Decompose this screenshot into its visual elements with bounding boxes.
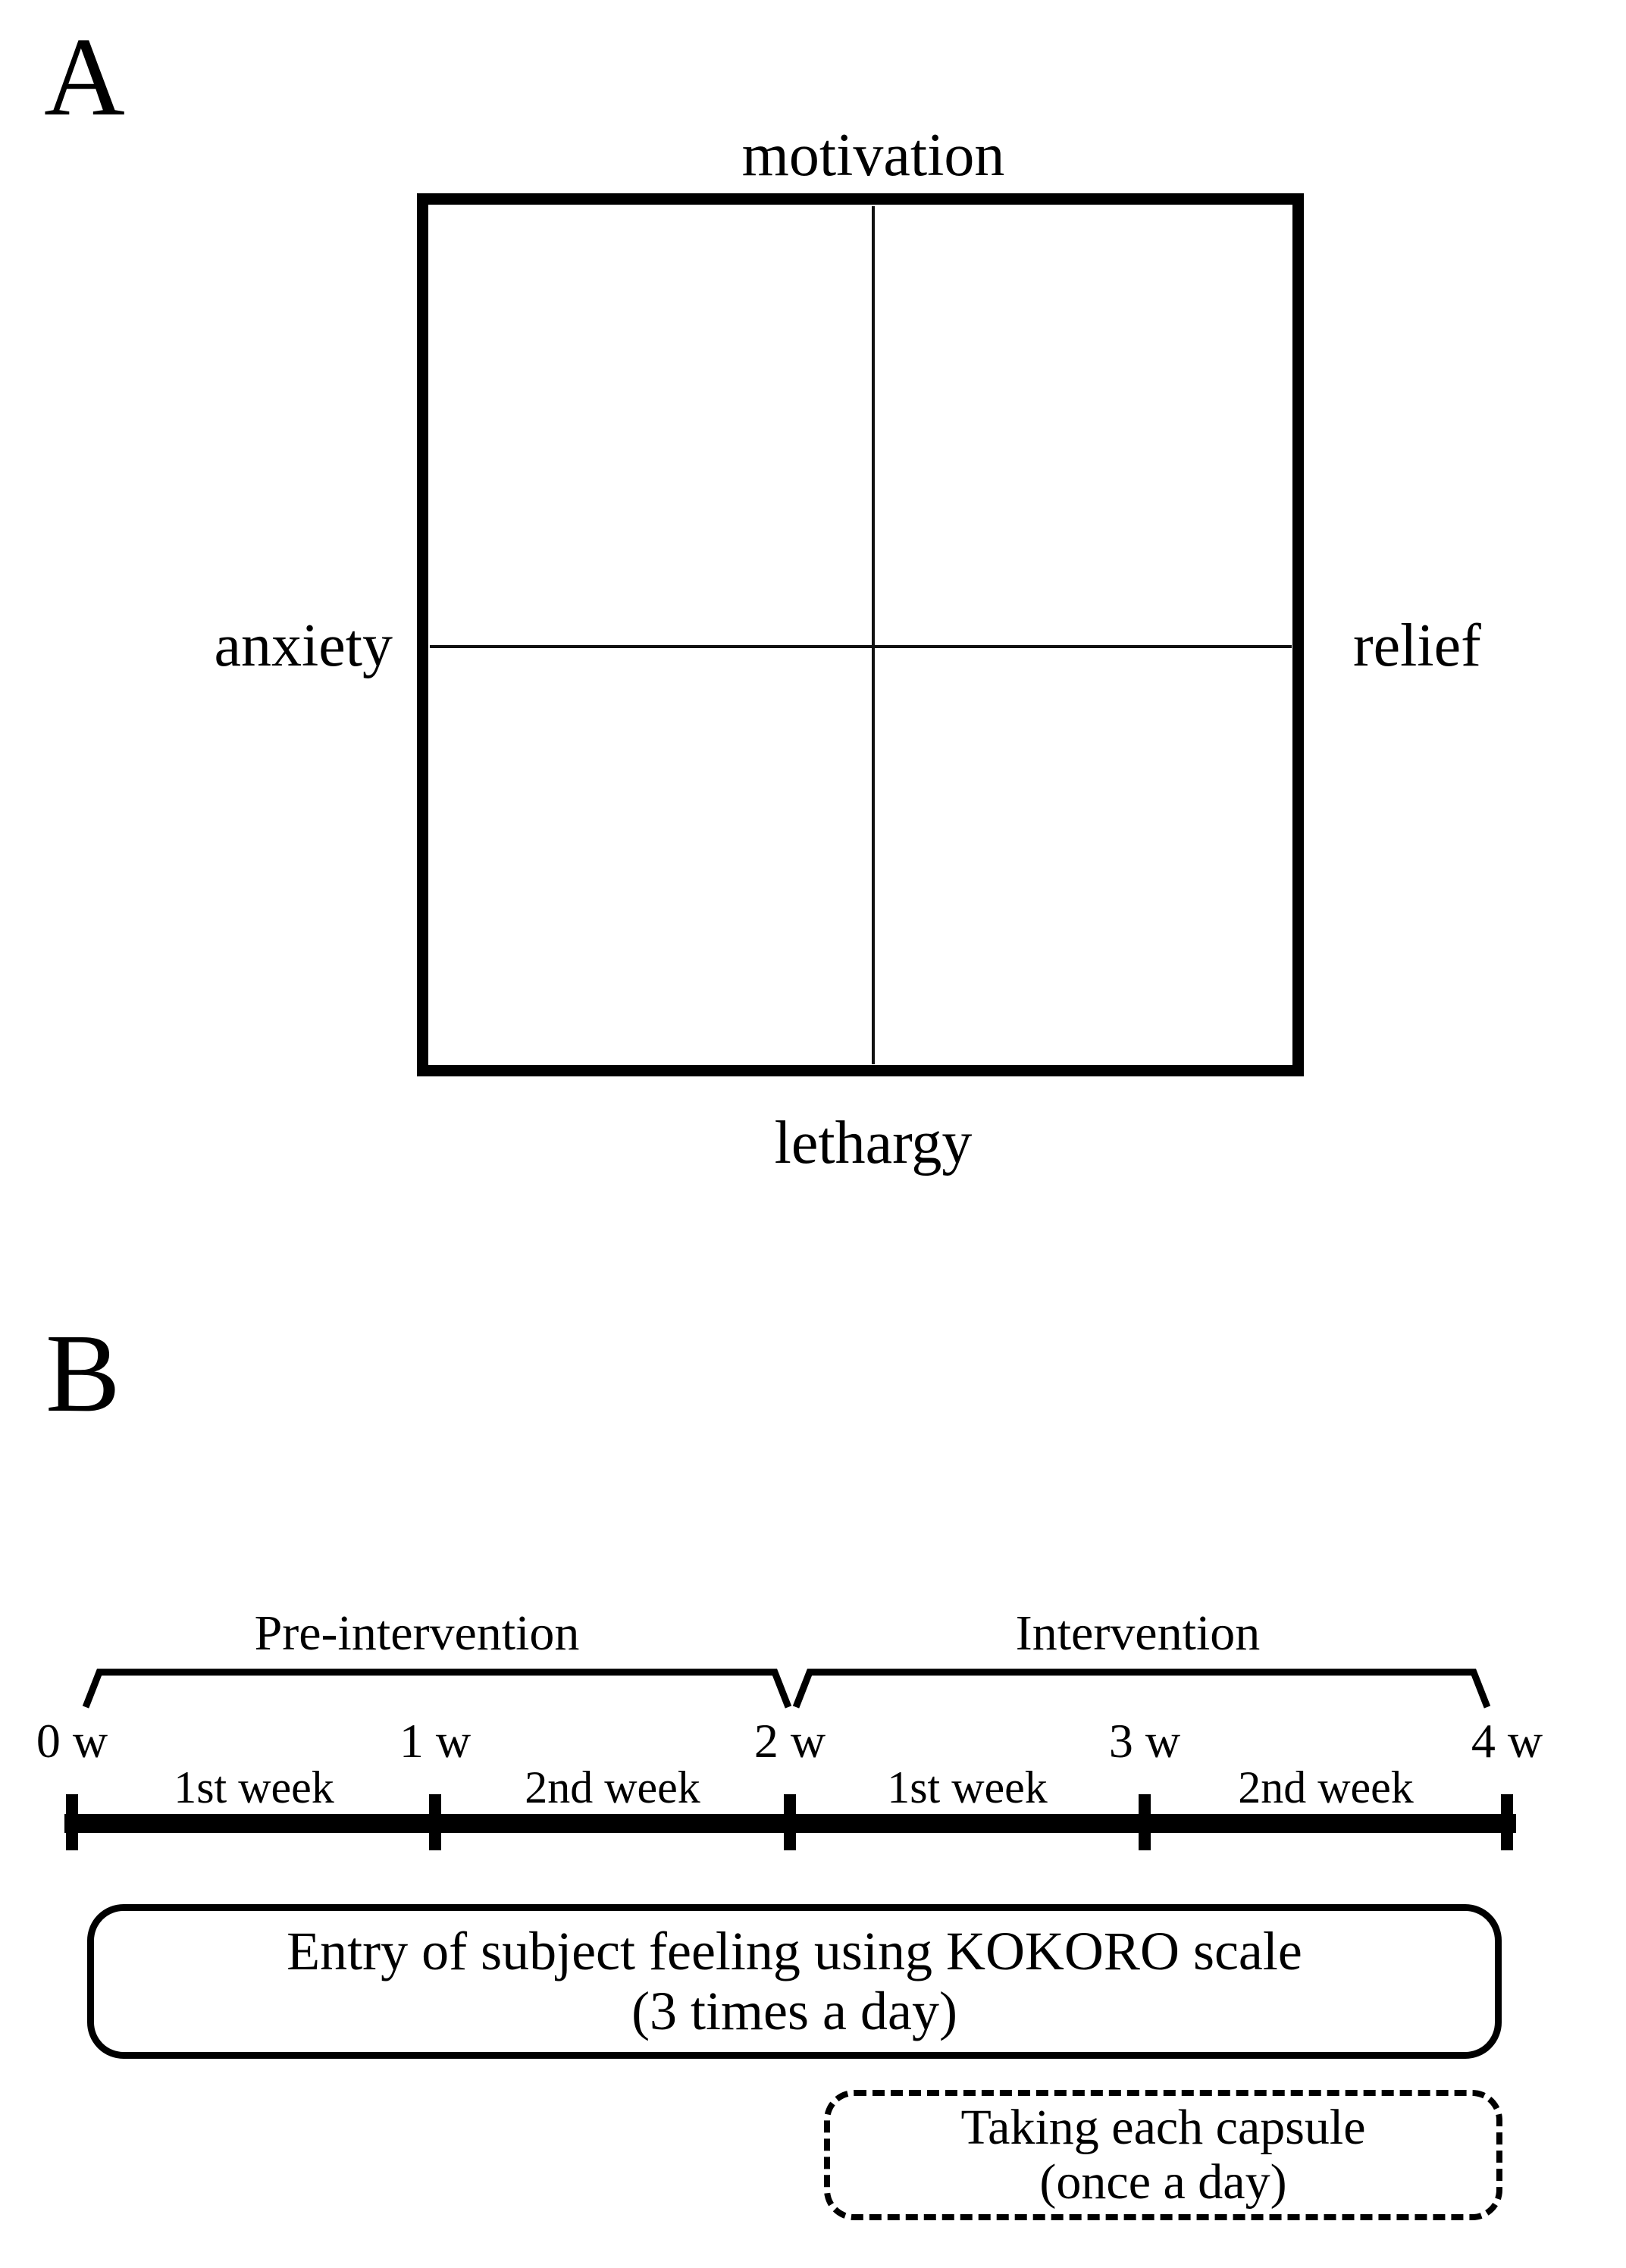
- timeline-tick-1w: [429, 1794, 441, 1850]
- interval-label-pre-2nd-week: 2nd week: [525, 1762, 700, 1812]
- kokoro-quadrant-square: [417, 193, 1304, 1076]
- axis-label-motivation: motivation: [741, 122, 1005, 189]
- interval-label-int-1st-week: 1st week: [887, 1762, 1048, 1812]
- quadrant-horizontal-midline: [430, 645, 1292, 648]
- quadrant-vertical-midline: [872, 206, 875, 1064]
- interval-label-int-2nd-week: 2nd week: [1238, 1762, 1414, 1812]
- timeline-tick-2w: [784, 1794, 796, 1850]
- kokoro-entry-box: Entry of subject feeling using KOKORO sc…: [87, 1904, 1502, 2059]
- week-tick-label-3w: 3 w: [1108, 1714, 1181, 1768]
- phase-label-intervention: Intervention: [1015, 1605, 1261, 1661]
- week-tick-label-0w: 0 w: [36, 1714, 108, 1768]
- capsule-taking-box-line1: Taking each capsule: [960, 2100, 1366, 2155]
- week-tick-label-1w: 1 w: [399, 1714, 472, 1768]
- pre-intervention-brace: [82, 1668, 792, 1709]
- timeline-tick-4w: [1501, 1794, 1513, 1850]
- capsule-taking-box: Taking each capsule (once a day): [824, 2090, 1502, 2220]
- intervention-brace: [792, 1668, 1491, 1709]
- axis-label-lethargy: lethargy: [774, 1110, 973, 1176]
- interval-label-pre-1st-week: 1st week: [174, 1762, 334, 1812]
- week-tick-label-2w: 2 w: [753, 1714, 826, 1768]
- axis-label-relief: relief: [1353, 612, 1481, 679]
- panel-b-label: B: [45, 1311, 121, 1436]
- kokoro-entry-box-line1: Entry of subject feeling using KOKORO sc…: [287, 1921, 1302, 1981]
- axis-label-anxiety: anxiety: [214, 612, 393, 679]
- capsule-taking-box-line2: (once a day): [1039, 2154, 1287, 2210]
- week-tick-label-4w: 4 w: [1471, 1714, 1543, 1768]
- timeline-tick-3w: [1139, 1794, 1151, 1850]
- timeline-tick-0w: [66, 1794, 78, 1850]
- kokoro-entry-box-line2: (3 times a day): [631, 1981, 957, 2041]
- phase-label-pre-intervention: Pre-intervention: [254, 1605, 580, 1661]
- panel-a-label: A: [44, 15, 125, 139]
